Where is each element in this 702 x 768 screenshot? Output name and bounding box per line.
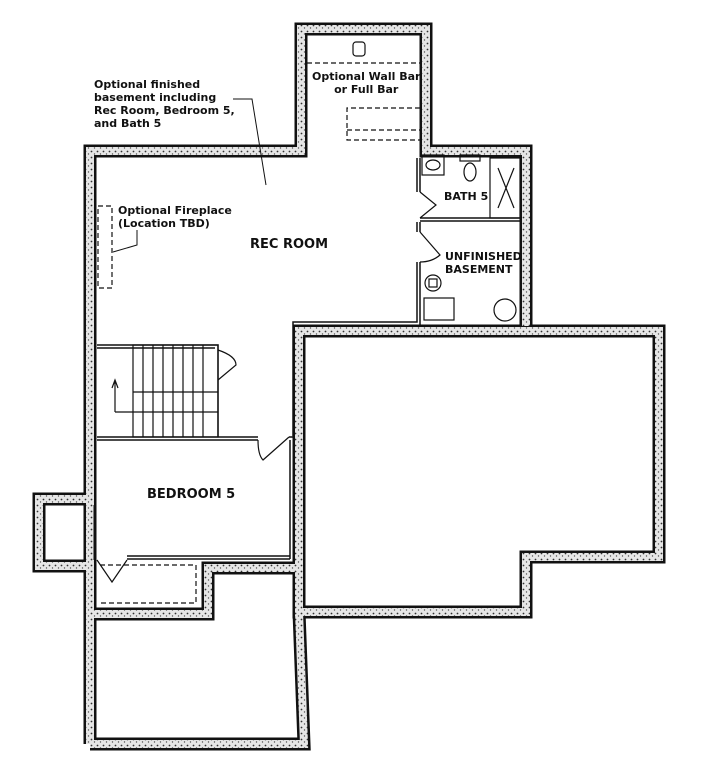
note-line: (Location TBD) [118, 217, 210, 230]
note-line: Rec Room, Bedroom 5, [94, 104, 235, 117]
furnace-icon [423, 297, 455, 321]
note-line: Optional finished [94, 78, 201, 91]
bath-label: BATH 5 [444, 190, 489, 203]
note-line: Optional Wall Bar [312, 70, 421, 83]
bar-note: Optional Wall Bar or Full Bar [312, 70, 420, 96]
floor-drain-icon [493, 298, 517, 322]
stairs [111, 344, 237, 438]
label-line: UNFINISHED [445, 250, 522, 263]
basement-note: Optional finished basement including Rec… [94, 78, 235, 130]
sink-icon [352, 41, 366, 57]
fixtures [352, 41, 521, 322]
exterior-walls [32, 22, 666, 751]
water-heater-icon [424, 274, 442, 292]
interior-walls [93, 158, 520, 560]
toilet-icon [463, 162, 477, 182]
bedroom-label: BEDROOM 5 [147, 487, 236, 502]
note-line: basement including [94, 91, 217, 104]
label-line: BASEMENT [445, 263, 513, 276]
doors [96, 191, 441, 584]
bath-sink-icon [421, 154, 445, 176]
unfinished-label: UNFINISHED BASEMENT [445, 250, 522, 276]
note-line: or Full Bar [334, 83, 399, 96]
shower-icon [489, 157, 521, 219]
note-line: and Bath 5 [94, 117, 162, 130]
fireplace-note: Optional Fireplace (Location TBD) [118, 204, 232, 230]
rec-room-label: REC ROOM [250, 237, 329, 252]
note-line: Optional Fireplace [118, 204, 232, 217]
dashed-optional [97, 62, 420, 604]
leader-lines [112, 98, 267, 253]
